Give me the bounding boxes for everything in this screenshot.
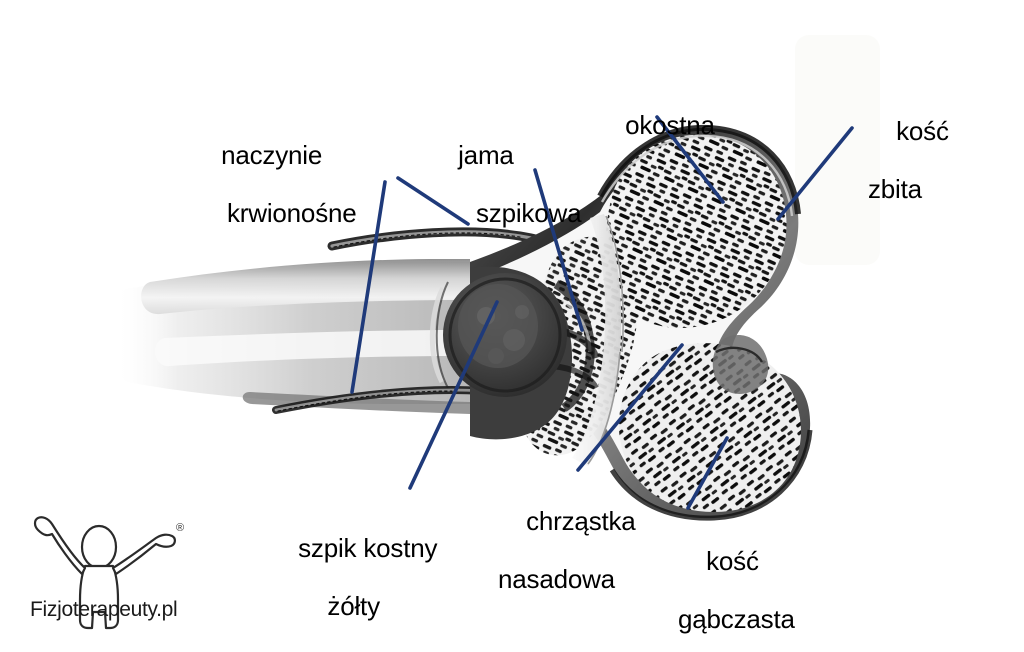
label-line-2: zbita xyxy=(868,174,922,205)
leader-naczynie-krwionosne-b xyxy=(350,180,387,394)
brand-logo-figure xyxy=(33,516,176,630)
leader-lines xyxy=(350,115,854,510)
label-chrzastka-nasadowa: chrząstka nasadowa xyxy=(498,478,636,652)
label-line-1: kość xyxy=(706,546,759,577)
yellow-bone-marrow xyxy=(429,273,567,397)
label-line-1: kość xyxy=(896,116,949,147)
periosteum-layer xyxy=(597,124,813,521)
label-line-2: nasadowa xyxy=(498,564,615,595)
leader-kosc-gabczasta xyxy=(686,436,729,510)
label-naczynie-krwionosne: naczynie krwionośne xyxy=(193,112,357,287)
leader-okostna xyxy=(655,115,725,204)
label-line-1: jama xyxy=(458,140,514,171)
leader-jama-szpikowa xyxy=(533,168,584,332)
label-line-1: okostna xyxy=(625,110,715,141)
label-line-2: krwionośne xyxy=(227,198,357,229)
registered-trademark-symbol: ® xyxy=(176,522,185,534)
label-line-2: gąbczasta xyxy=(678,604,795,635)
label-line-1: naczynie xyxy=(221,140,323,171)
label-kosc-zbita: kość zbita xyxy=(868,88,949,263)
brand-name: Fizjoterapeuty.pl xyxy=(30,598,178,621)
leader-chrzastka-nasadowa xyxy=(576,343,684,472)
label-kosc-gabczasta: kość gąbczasta xyxy=(678,518,795,652)
label-line-2: szpikowa xyxy=(476,198,582,229)
label-line-2: żółty xyxy=(327,591,380,622)
bone-shaft xyxy=(113,259,470,414)
leader-kosc-zbita xyxy=(776,126,854,221)
leader-szpik-kostny-zolty xyxy=(408,300,499,490)
label-jama-szpikowa: jama szpikowa xyxy=(430,112,581,287)
label-line-1: szpik kostny xyxy=(298,533,438,564)
background-wash xyxy=(795,35,880,265)
label-szpik-kostny-zolty: szpik kostny żółty xyxy=(270,505,437,652)
label-line-1: chrząstka xyxy=(526,506,636,537)
label-okostna: okostna xyxy=(597,82,715,169)
epiphyseal-cartilage-plate xyxy=(572,214,624,466)
leader-naczynie-krwionosne-a xyxy=(396,176,470,226)
intercondylar-notch xyxy=(712,334,769,394)
